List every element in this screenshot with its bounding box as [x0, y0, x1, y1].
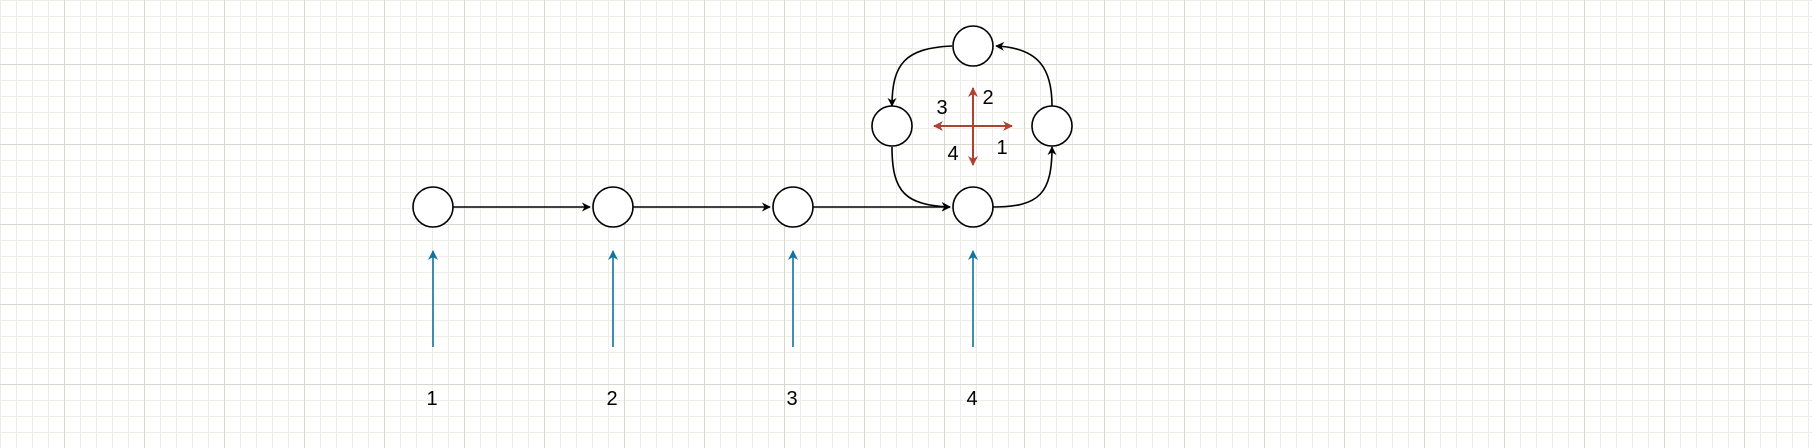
step-label-1: 1: [426, 388, 438, 410]
node-n3[interactable]: [772, 186, 814, 228]
edge-n7-n4: [891, 146, 951, 212]
step-label-2: 2: [606, 388, 618, 410]
direction-label-left: 3: [936, 97, 948, 119]
node-n4[interactable]: [952, 186, 994, 228]
node-n7[interactable]: [871, 105, 913, 147]
edge-n4-n5: [992, 146, 1057, 208]
edge-n6-n7: [887, 45, 953, 107]
node-n5-highlighted[interactable]: [1031, 105, 1073, 147]
direction-label-down: 4: [947, 143, 959, 165]
edge-n5-n6: [995, 41, 1053, 107]
step-label-3: 3: [786, 388, 798, 410]
direction-label-up: 2: [982, 87, 994, 109]
node-n2[interactable]: [592, 186, 634, 228]
node-n1[interactable]: [412, 186, 454, 228]
step-label-4: 4: [966, 388, 978, 410]
node-n6[interactable]: [952, 25, 994, 67]
direction-label-right: 1: [996, 137, 1008, 159]
